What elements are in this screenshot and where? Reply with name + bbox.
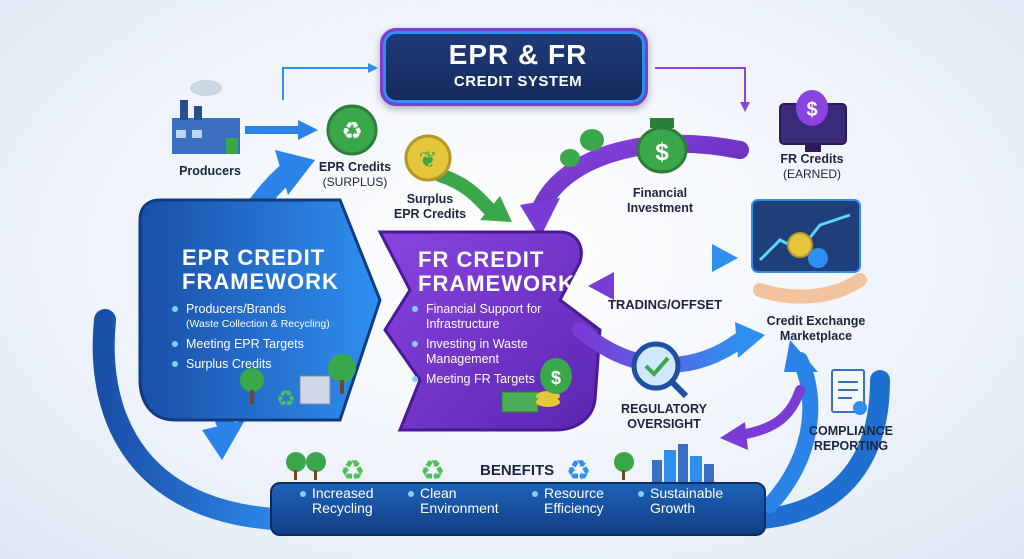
fr-credits-label: FR Credits (780, 152, 844, 166)
fr-item-2b: Management (426, 352, 499, 366)
magnifier-check-icon (631, 341, 689, 399)
arrowhead-marketplace (784, 340, 818, 372)
factory-icon (172, 80, 240, 154)
benefit-4-line-2: Growth (650, 500, 696, 516)
connector-left (282, 67, 370, 100)
svg-text:$: $ (551, 368, 561, 388)
benefit-1-line-1: Increased (312, 485, 374, 501)
marketplace-label-1: Credit Exchange (766, 314, 866, 328)
money-bag-icon: $ (560, 118, 688, 174)
fr-item-2a: Investing in Waste (412, 337, 582, 351)
epr-framework-panel (138, 198, 382, 422)
svg-text:♻: ♻ (566, 454, 591, 487)
epr-item-1-sub: (Waste Collection & Recycling) (186, 318, 330, 330)
document-icon (831, 369, 867, 415)
svg-text:♻: ♻ (420, 454, 445, 487)
svg-text:♻: ♻ (340, 454, 365, 487)
epr-item-3: Surplus Credits (172, 357, 362, 371)
regulatory-label-2: OVERSIGHT (627, 417, 701, 431)
arrowhead-producers (298, 120, 318, 140)
svg-text:❦: ❦ (419, 148, 437, 173)
monitor-dollar-icon: $ (779, 90, 847, 152)
svg-text:$: $ (806, 99, 817, 121)
fr-item-1b: Infrastructure (426, 317, 500, 331)
hand-coins-icon (751, 199, 867, 304)
surplus-label-1: Surplus (406, 192, 454, 206)
title-line-2: CREDIT SYSTEM (453, 73, 583, 90)
svg-text:♻: ♻ (341, 117, 363, 145)
epr-framework-list: Producers/Brands (Waste Collection & Rec… (172, 302, 362, 377)
leaf-icon: ❦ (404, 134, 452, 182)
connector-left-head (368, 63, 378, 73)
connector-right-head (740, 102, 750, 112)
loop-arrow-right-bottom (730, 370, 890, 530)
arrowhead-fr-framework (520, 198, 560, 238)
epr-item-2: Meeting EPR Targets (172, 337, 362, 351)
epr-framework-title-2: FRAMEWORK (182, 269, 339, 294)
arrowhead-compliance (720, 422, 748, 450)
epr-item-1: Producers/Brands (172, 302, 362, 316)
tree-icon: ♻ (240, 354, 356, 412)
loop-arrow-left-bottom (92, 309, 311, 531)
connector-right (655, 67, 746, 104)
benefits-icons: ♻ ♻ ♻ (286, 452, 634, 487)
benefits-bar (270, 482, 766, 536)
benefit-2-line-1: Clean (420, 485, 457, 501)
compliance-label-1: COMPLIANCE (808, 424, 894, 438)
marketplace-label-2: Marketplace (779, 329, 853, 343)
svg-text:♻: ♻ (276, 387, 296, 412)
epr-credits-label: EPR Credits (318, 160, 392, 174)
city-icon (652, 444, 714, 482)
title-banner: EPR & FR CREDIT SYSTEM (380, 28, 648, 106)
benefits-title: BENEFITS (480, 462, 555, 479)
svg-text:$: $ (655, 139, 669, 166)
producers-label: Producers (179, 164, 241, 178)
fr-item-1a: Financial Support for (412, 302, 582, 316)
compliance-label-2: REPORTING (813, 439, 889, 453)
arrowhead-exchange (735, 322, 765, 358)
benefit-3-line-1: Resource (544, 485, 604, 501)
fr-framework-list: Financial Support for Infrastructure Inv… (412, 302, 582, 392)
fr-framework-title-1: FR CREDIT (418, 247, 545, 272)
recycle-icon: ♻ (326, 104, 378, 156)
arrowhead-surplus (480, 196, 512, 222)
benefit-2-line-2: Environment (420, 500, 499, 516)
trading-label: TRADING/OFFSET (607, 297, 723, 312)
arrow-surplus (433, 168, 499, 219)
benefit-4-line-1: Sustainable (650, 485, 724, 501)
regulatory-label-1: REGULATORY (621, 402, 707, 416)
fr-credits-sub: (EARNED) (782, 167, 841, 181)
trading-arrowhead-left (588, 272, 614, 300)
financial-label-2: Investment (627, 201, 693, 215)
trading-arrowhead-right (712, 244, 738, 272)
benefit-1-line-2: Recycling (312, 500, 373, 516)
epr-framework-title-1: EPR CREDIT (182, 245, 326, 270)
arrowhead-up (275, 150, 315, 195)
financial-label-1: Financial (632, 186, 688, 200)
arrowhead-left-loop (202, 420, 245, 460)
epr-credits-sub: (SURPLUS) (322, 175, 388, 189)
fr-framework-title-2: FRAMEWORK (418, 271, 575, 296)
coins-icon: $ (501, 358, 572, 413)
benefit-3-line-2: Efficiency (544, 500, 604, 516)
arrow-fr-credits (531, 134, 749, 219)
surplus-label-2: EPR Credits (393, 207, 467, 221)
arrow-compliance (735, 385, 805, 440)
fr-item-3: Meeting FR Targets (412, 372, 582, 386)
title-line-1: EPR & FR (448, 39, 588, 70)
